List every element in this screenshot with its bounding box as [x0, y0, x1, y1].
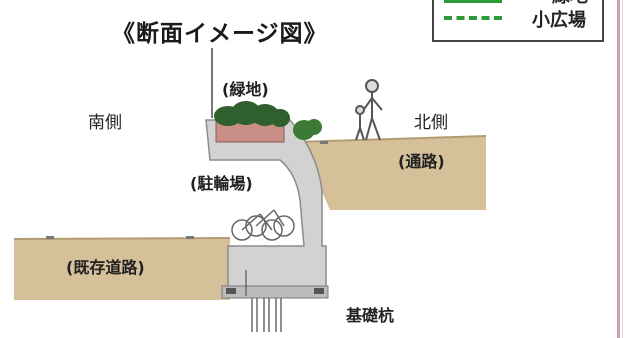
north-side-label: 北側 [414, 113, 448, 133]
bicycles-icon [231, 209, 295, 241]
legend-item-green: 緑地 [552, 0, 588, 8]
south-side-label: 南側 [88, 113, 122, 133]
foundation-piles [251, 298, 282, 332]
slab-mark-left [226, 288, 236, 294]
page-border-inner [622, 0, 623, 338]
legend: 緑地 小広場 [432, 0, 604, 42]
north-ground [300, 136, 486, 210]
bike-parking-label: (駐輪場) [190, 174, 253, 193]
diagram-title: 《断面イメージ図》 [112, 21, 328, 47]
legend-item-plaza: 小広場 [532, 10, 586, 31]
hedge-plants [214, 101, 290, 127]
slab-mark-right [314, 288, 324, 294]
walkway-label: (通路) [398, 152, 445, 171]
ground-mark-3 [320, 141, 328, 144]
south-ground [14, 238, 230, 300]
green-space-label: (緑地) [222, 80, 269, 99]
existing-road-label: (既存道路) [66, 258, 145, 277]
legend-dashed-icon [444, 16, 502, 20]
legend-line-icon [444, 0, 502, 3]
foundation-pile-label: 基礎杭 [346, 306, 395, 325]
page-border [617, 0, 620, 338]
shrub [293, 119, 322, 140]
person-adult-icon [361, 79, 383, 141]
person-child-icon [355, 105, 365, 141]
ground-mark-2 [186, 236, 194, 239]
foundation-slab [221, 285, 329, 299]
ground-mark-1 [46, 236, 54, 239]
